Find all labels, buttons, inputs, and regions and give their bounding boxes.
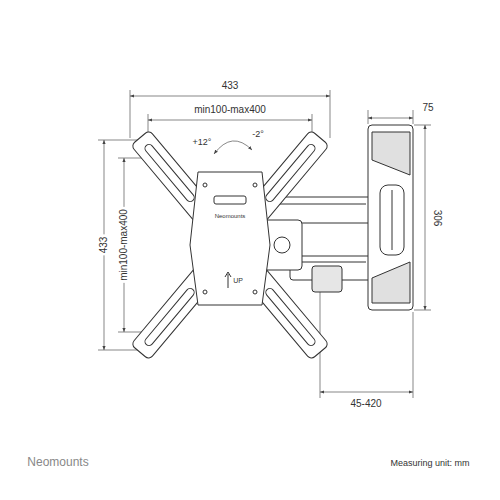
centre-plate bbox=[253, 183, 257, 187]
wall-plate bbox=[372, 262, 410, 303]
tilt-label: -2° bbox=[250, 129, 266, 139]
unit-note: Measuring unit: mm bbox=[388, 458, 471, 468]
dimension-lines bbox=[368, 118, 413, 119]
mounting-arm bbox=[143, 287, 195, 347]
swivel-arm bbox=[296, 262, 366, 263]
dimension-lines bbox=[413, 110, 414, 124]
dimension-lines bbox=[414, 125, 431, 126]
dimension-lines bbox=[425, 125, 426, 310]
dimension-label: min100-max400 bbox=[192, 104, 268, 116]
vesa-plate bbox=[131, 130, 329, 360]
dimension-label: 75 bbox=[420, 102, 435, 114]
dimension-label: 45-420 bbox=[348, 398, 383, 410]
dimension-lines bbox=[98, 90, 431, 398]
dimension-lines bbox=[148, 120, 312, 121]
dimension-label: 433 bbox=[98, 235, 110, 256]
dimension-label: min100-max400 bbox=[118, 207, 130, 283]
wall-plate bbox=[372, 132, 410, 175]
centre-plate bbox=[214, 196, 246, 204]
dimension-lines bbox=[130, 96, 330, 97]
mounting-arm bbox=[143, 143, 195, 203]
dimension-lines bbox=[130, 90, 131, 138]
wall-plate bbox=[368, 125, 413, 310]
brand-mark: Neomounts bbox=[213, 213, 248, 220]
dimension-lines bbox=[413, 312, 414, 398]
mounting-arm bbox=[264, 287, 316, 347]
centre-plate bbox=[203, 290, 207, 294]
centre-plate bbox=[203, 183, 207, 187]
centre-plate bbox=[253, 290, 257, 294]
centre-plate bbox=[190, 172, 270, 305]
swivel-arm bbox=[274, 237, 290, 253]
mounting-arm bbox=[264, 143, 316, 203]
centre-plate bbox=[225, 272, 231, 288]
dimension-lines bbox=[414, 310, 431, 311]
dimension-lines bbox=[320, 392, 413, 393]
wall-plate bbox=[380, 185, 404, 255]
swivel-arm bbox=[312, 266, 342, 292]
tilt-label: +12° bbox=[191, 137, 214, 147]
centre-plate bbox=[190, 172, 270, 305]
brand-name: Neomounts bbox=[25, 456, 90, 470]
dimension-lines bbox=[214, 141, 252, 154]
wall-plate bbox=[368, 125, 413, 310]
dimension-lines bbox=[330, 90, 331, 138]
dimension-label: 433 bbox=[220, 80, 241, 92]
orientation-label: UP bbox=[231, 277, 245, 285]
dimension-label: 306 bbox=[431, 208, 443, 229]
dimension-lines bbox=[368, 110, 369, 124]
wall-plate bbox=[392, 190, 393, 250]
